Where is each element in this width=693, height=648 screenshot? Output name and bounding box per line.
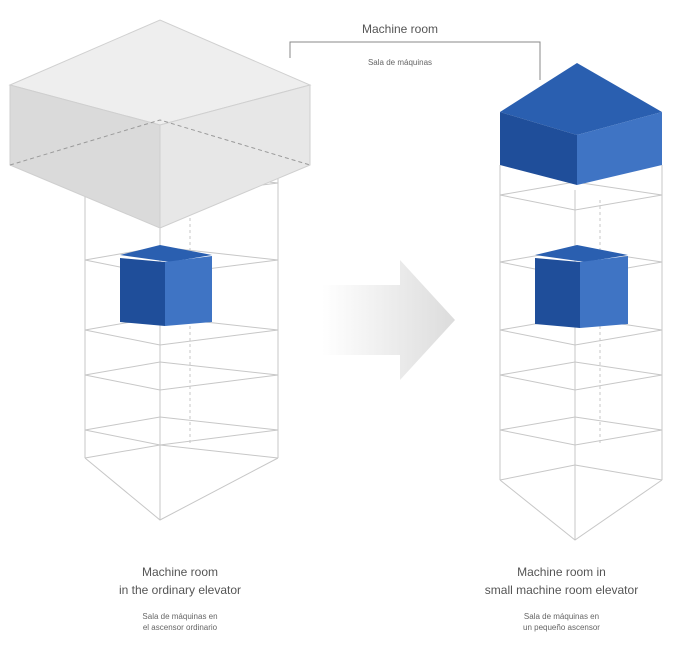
left-caption-line2: in the ordinary elevator xyxy=(118,583,242,597)
right-caption: Machine room in small machine room eleva… xyxy=(430,563,693,599)
right-caption-sub1: Sala de máquinas en xyxy=(523,612,600,621)
left-elevator-car xyxy=(120,245,212,326)
left-caption-sub1: Sala de máquinas en xyxy=(142,612,218,621)
left-machine-room-box xyxy=(8,19,312,229)
machine-room-subtitle: Sala de máquinas xyxy=(367,58,433,67)
right-caption-line2: small machine room elevator xyxy=(484,583,639,597)
right-caption-line1: Machine room in xyxy=(517,565,606,579)
direction-arrow xyxy=(322,260,455,380)
title-connector-line xyxy=(289,41,541,80)
right-caption-sub2: un pequeño ascensor xyxy=(523,623,600,632)
machine-room-title: Machine room xyxy=(361,22,439,36)
left-caption-sub2: el ascensor ordinario xyxy=(142,623,218,632)
right-machine-room-box xyxy=(500,63,662,185)
right-elevator-car xyxy=(535,245,628,328)
left-caption: Machine room in the ordinary elevator xyxy=(60,563,300,599)
left-caption-line1: Machine room xyxy=(141,565,219,579)
right-shaft xyxy=(499,165,663,541)
